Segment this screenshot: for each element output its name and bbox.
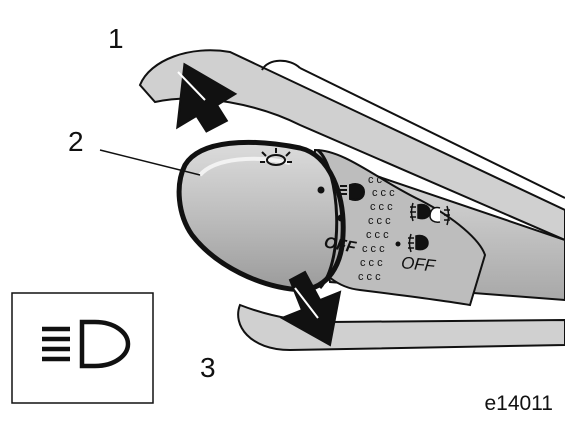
svg-text:c c c: c c c	[370, 201, 393, 213]
arrow-down-icon	[279, 270, 342, 347]
svg-text:c c c: c c c	[362, 243, 385, 255]
headlight-legend-box	[11, 292, 154, 404]
figure-code: e14011	[484, 392, 553, 415]
headlight-icon	[340, 182, 366, 202]
main-lever: c c c c c c c c c c c c c c c c c c c c …	[176, 139, 565, 307]
svg-text:c c c: c c c	[368, 215, 391, 227]
svg-text:c c c: c c c	[358, 271, 381, 283]
dial-grip: c c c c c c c c c c c c c c c c c c c c …	[358, 174, 395, 283]
callout-2-leader	[99, 149, 201, 176]
svg-text:c c: c c	[368, 174, 383, 186]
arrow-up-icon	[176, 62, 238, 133]
off-label-front: OFF	[323, 234, 359, 257]
callout-3: 3	[200, 352, 216, 383]
svg-text:c c c: c c c	[366, 229, 389, 241]
svg-text:c c c: c c c	[360, 257, 383, 269]
off-label-rear: OFF	[400, 253, 437, 276]
position-dot-ring	[395, 241, 401, 247]
position-dot-lower	[337, 214, 345, 222]
position-dot-upper	[317, 186, 325, 194]
callout-2: 2	[68, 126, 84, 157]
svg-text:c c c: c c c	[372, 187, 395, 199]
lower-ghost-lever	[237, 303, 565, 352]
callout-1: 1	[108, 23, 124, 54]
rear-fog-icon	[429, 205, 450, 226]
high-beam-headlight-icon	[42, 319, 131, 369]
light-bulb-icon	[260, 148, 292, 166]
front-fog-icon-lower	[408, 233, 429, 253]
